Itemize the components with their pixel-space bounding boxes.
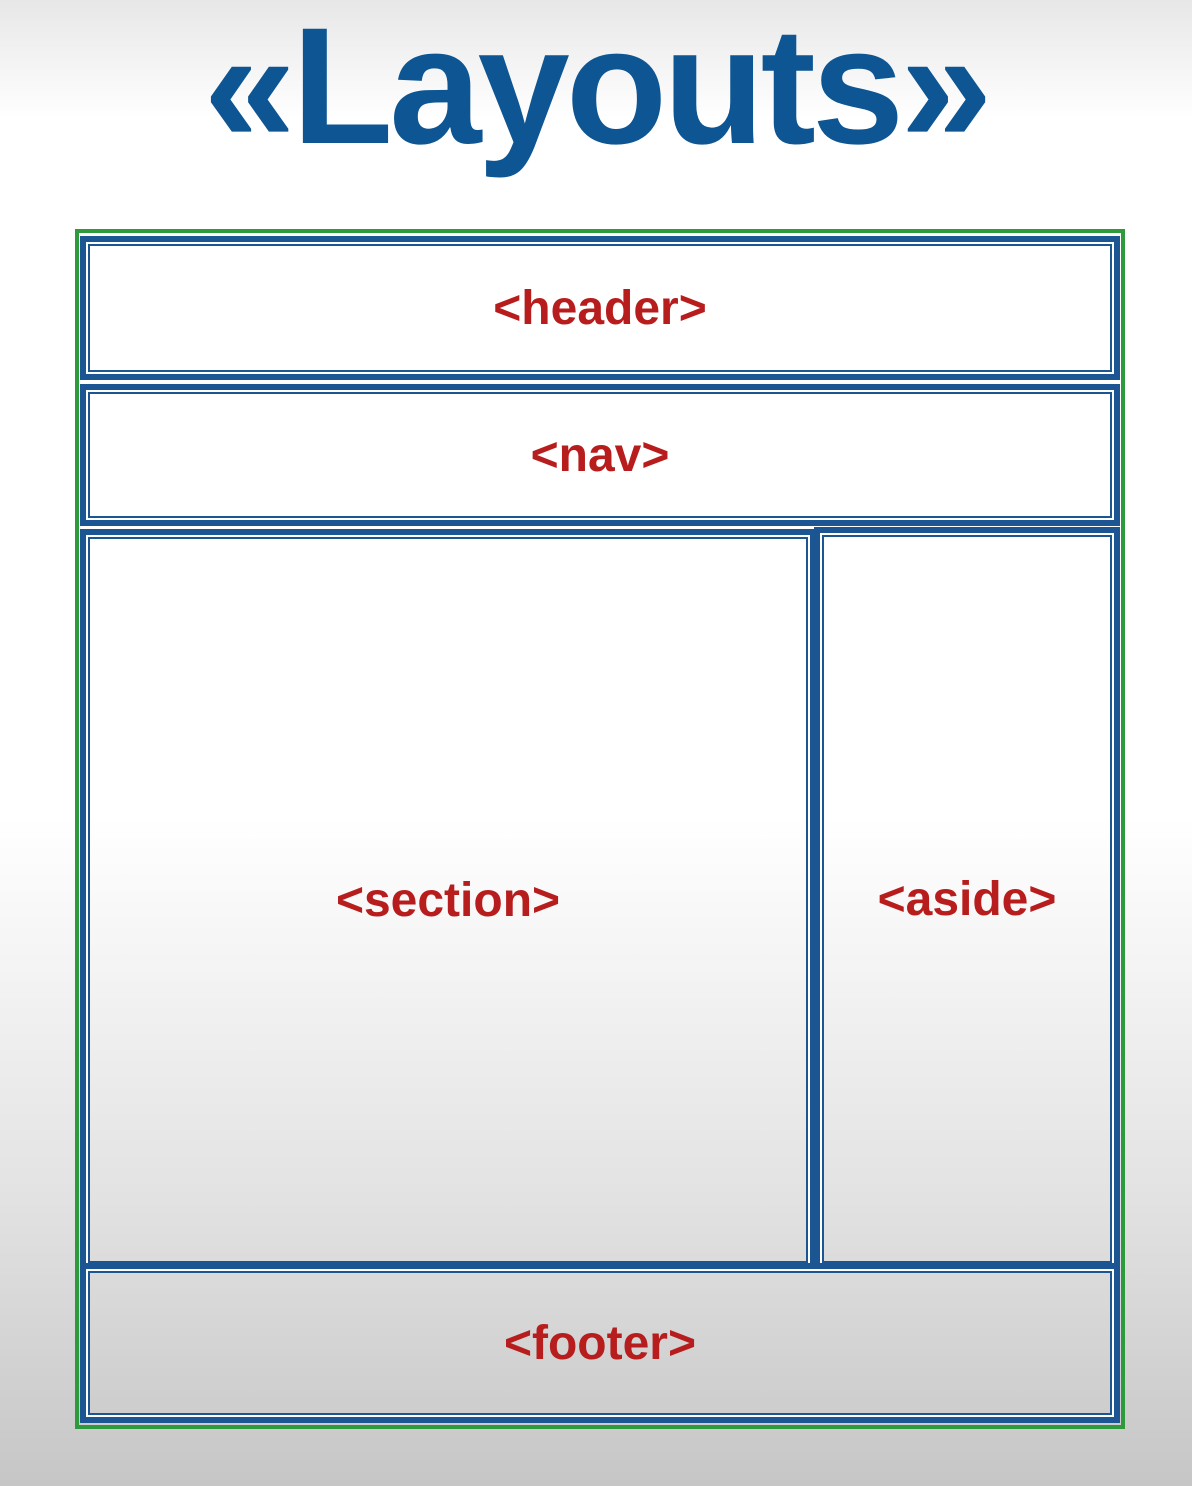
nav-region: <nav> bbox=[80, 384, 1120, 526]
footer-region: <footer> bbox=[80, 1263, 1120, 1423]
header-region: <header> bbox=[80, 236, 1120, 380]
section-label: <section> bbox=[335, 873, 561, 927]
aside-region: <aside> bbox=[814, 527, 1120, 1271]
section-region: <section> bbox=[80, 529, 816, 1271]
page-title: «Layouts» bbox=[203, 0, 992, 179]
aside-label: <aside> bbox=[877, 872, 1057, 926]
header-label: <header> bbox=[493, 281, 707, 335]
layout-outer-frame bbox=[75, 229, 1125, 1429]
nav-label: <nav> bbox=[530, 428, 670, 482]
footer-label: <footer> bbox=[503, 1316, 697, 1370]
